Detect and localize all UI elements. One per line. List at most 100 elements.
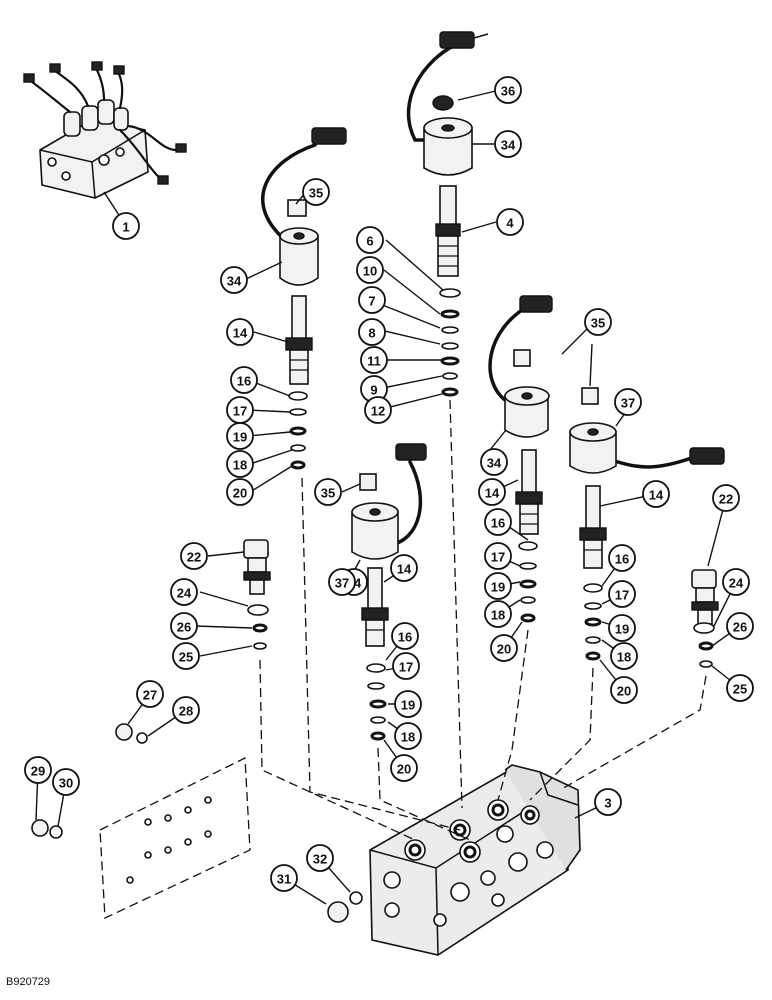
callout-number: 17 xyxy=(233,404,247,419)
callout-number: 4 xyxy=(506,216,514,231)
callout-number: 20 xyxy=(233,486,247,501)
callout-circle xyxy=(480,448,508,476)
callout-number: 16 xyxy=(398,630,412,645)
callout-circle xyxy=(608,614,636,642)
solenoid-left xyxy=(261,127,347,385)
callout-number: 16 xyxy=(615,552,629,567)
callout-circle xyxy=(390,554,418,582)
callout-number: 17 xyxy=(399,660,413,675)
callout-25: 25 xyxy=(172,642,200,670)
callout-circle xyxy=(610,642,638,670)
callout-number: 20 xyxy=(497,642,511,657)
callout-25: 25 xyxy=(726,674,754,702)
callout-number: 3 xyxy=(604,796,611,811)
callout-number: 9 xyxy=(370,383,377,398)
callout-circle xyxy=(360,346,388,374)
callout-number: 25 xyxy=(179,650,193,665)
callout-number: 19 xyxy=(233,430,247,445)
callout-circle xyxy=(306,844,334,872)
callout-circle xyxy=(391,622,419,650)
callout-36: 36 xyxy=(494,76,522,104)
callout-circle xyxy=(226,318,254,346)
callout-16: 16 xyxy=(484,508,512,536)
callout-30: 30 xyxy=(52,768,80,796)
orings-right-stack xyxy=(583,583,603,661)
callout-number: 19 xyxy=(401,698,415,713)
callout-7: 7 xyxy=(358,286,386,314)
callout-19: 19 xyxy=(394,690,422,718)
callout-12: 12 xyxy=(364,396,392,424)
orings-right-center-stack xyxy=(518,541,538,623)
callout-circle xyxy=(356,256,384,284)
callout-17: 17 xyxy=(608,580,636,608)
callout-35: 35 xyxy=(584,308,612,336)
solenoid-right-center xyxy=(488,295,553,535)
callout-circle xyxy=(608,580,636,608)
callout-circle xyxy=(484,508,512,536)
callout-number: 17 xyxy=(615,588,629,603)
callout-circle xyxy=(226,422,254,450)
leader-lines xyxy=(35,89,741,905)
callout-27: 27 xyxy=(136,680,164,708)
solenoid-center-left xyxy=(351,443,427,647)
callout-circle xyxy=(594,788,622,816)
callout-1: 1 xyxy=(112,212,140,240)
callout-circle xyxy=(172,642,200,670)
callout-circle xyxy=(726,674,754,702)
callout-number: 12 xyxy=(371,404,385,419)
callout-circle xyxy=(712,484,740,512)
callout-20: 20 xyxy=(226,478,254,506)
callout-19: 19 xyxy=(226,422,254,450)
callout-22: 22 xyxy=(712,484,740,512)
callout-circle xyxy=(496,208,524,236)
callout-20: 20 xyxy=(610,676,638,704)
dashed-mounting-panel xyxy=(99,756,251,919)
callout-19: 19 xyxy=(484,572,512,600)
callout-circle xyxy=(494,76,522,104)
callout-number: 20 xyxy=(617,684,631,699)
callout-number: 14 xyxy=(233,326,248,341)
callout-10: 10 xyxy=(356,256,384,284)
callout-circle xyxy=(484,600,512,628)
callout-29: 29 xyxy=(24,756,52,784)
callout-16: 16 xyxy=(608,544,636,572)
callout-18: 18 xyxy=(484,600,512,628)
callout-8: 8 xyxy=(358,318,386,346)
callout-17: 17 xyxy=(392,652,420,680)
orings-left-stack xyxy=(288,391,308,470)
callout-circle xyxy=(726,612,754,640)
callout-circle xyxy=(226,450,254,478)
callout-circle xyxy=(328,568,356,596)
callout-circle xyxy=(270,864,298,892)
callout-number: 8 xyxy=(368,326,375,341)
callout-24: 24 xyxy=(170,578,198,606)
callout-number: 37 xyxy=(335,576,349,591)
callout-circle xyxy=(484,542,512,570)
callout-number: 35 xyxy=(309,186,323,201)
orings-center-left-stack xyxy=(366,663,387,741)
callout-number: 26 xyxy=(733,620,747,635)
callout-circle xyxy=(364,396,392,424)
callout-circle xyxy=(230,366,258,394)
callout-14: 14 xyxy=(642,480,670,508)
callout-circle xyxy=(302,178,330,206)
callout-number: 28 xyxy=(179,704,193,719)
callout-16: 16 xyxy=(391,622,419,650)
callout-circle xyxy=(356,226,384,254)
callout-number: 24 xyxy=(177,586,192,601)
callout-circle xyxy=(136,680,164,708)
callout-14: 14 xyxy=(390,554,418,582)
callout-number: 29 xyxy=(31,764,45,779)
callout-number: 18 xyxy=(491,608,505,623)
callout-number: 18 xyxy=(617,650,631,665)
assembled-valve-inset xyxy=(23,61,187,199)
callout-number: 34 xyxy=(501,138,516,153)
callout-17: 17 xyxy=(226,396,254,424)
callout-26: 26 xyxy=(726,612,754,640)
callout-number: 34 xyxy=(227,274,242,289)
callout-number: 16 xyxy=(491,516,505,531)
callout-number: 27 xyxy=(143,688,157,703)
callout-circle xyxy=(180,542,208,570)
callout-18: 18 xyxy=(610,642,638,670)
